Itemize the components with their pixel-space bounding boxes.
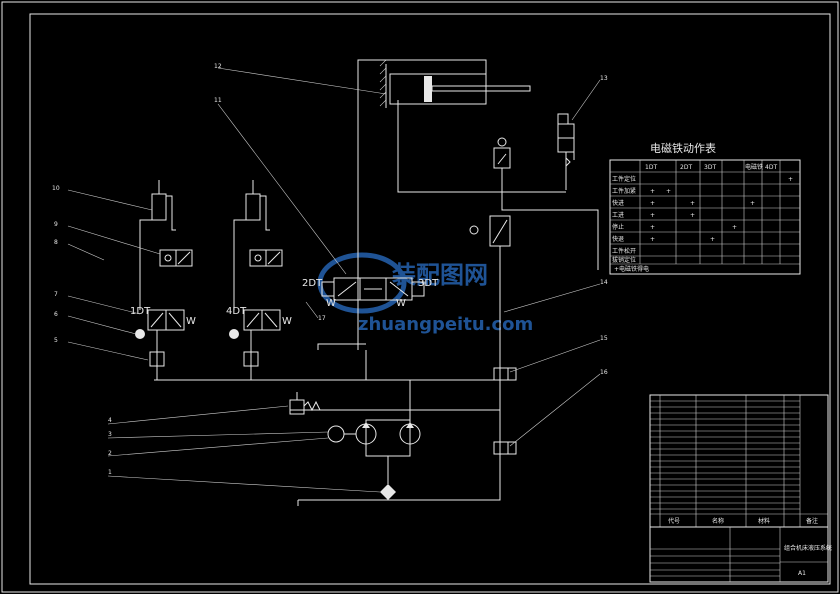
action-mark: + <box>650 200 655 207</box>
action-table-step: 停止 <box>612 223 624 231</box>
callout-8: 8 <box>54 239 58 246</box>
pump-unit <box>327 419 421 500</box>
pipelines <box>154 59 599 506</box>
solenoid-2dt-label: 2DT <box>302 278 323 289</box>
solenoid-3dt-label: 3DT <box>418 278 439 289</box>
watermark-cn: 装配图网 <box>392 261 488 289</box>
title-block: 组合机床液压系统 A1 <box>649 526 832 583</box>
solenoid-4dt-label: 4DT <box>226 306 247 317</box>
callout-14: 14 <box>600 279 608 286</box>
action-mark: + <box>650 212 655 219</box>
spring-label-1dt: W <box>186 316 196 327</box>
spring-label-4dt: W <box>282 316 292 327</box>
action-table-header-4: 4DT <box>765 164 777 171</box>
action-mark: + <box>650 224 655 231</box>
leader-lines <box>67 67 601 493</box>
action-table-step: 拔销定位 <box>612 256 636 264</box>
parts-list-remark-header: 备注 <box>806 517 818 525</box>
throttle-valve-right <box>469 215 511 247</box>
parts-list-material-header: 材料 <box>758 517 770 525</box>
inner-border <box>29 13 831 585</box>
action-table-step: 快进 <box>612 199 624 207</box>
action-mark: + <box>690 212 695 219</box>
title-block-drawing-title: 组合机床液压系统 <box>784 544 832 552</box>
action-table-step: 快退 <box>612 235 624 243</box>
action-table-step: 工件松开 <box>612 247 636 255</box>
callout-15: 15 <box>600 335 608 342</box>
parts-list-code-header: 代号 <box>668 517 680 525</box>
parts-list: 代号 名称 材料 备注 <box>649 394 829 528</box>
clamp-circuit-2 <box>229 180 283 380</box>
parts-list-name-header: 名称 <box>712 517 724 525</box>
title-block-sheet-size: A1 <box>798 570 806 577</box>
callout-13: 13 <box>600 75 608 82</box>
watermark-url: zhuangpeitu.com <box>358 314 533 335</box>
action-mark: + <box>650 188 655 195</box>
action-table-step: 工进 <box>612 211 624 219</box>
action-table: 电磁铁动作表 1DT 2DT 3DT 4DT 电磁铁 工件定位 工件加紧 快进 <box>609 141 801 275</box>
valve-16 <box>493 441 517 455</box>
directional-valve-main <box>321 277 425 301</box>
callout-16: 16 <box>600 369 608 376</box>
solenoid-1dt-label: 1DT <box>130 306 151 317</box>
callout-17: 17 <box>318 315 326 322</box>
callout-3: 3 <box>108 431 112 438</box>
callout-4: 4 <box>108 417 112 424</box>
action-table-title: 电磁铁动作表 <box>650 141 716 155</box>
spring-label-main-right: W <box>396 298 406 309</box>
callout-1: 1 <box>108 469 112 476</box>
callout-6: 6 <box>54 311 58 318</box>
action-mark: + <box>666 188 671 195</box>
spring-label-main-left: W <box>326 298 336 309</box>
callout-10: 10 <box>52 185 60 192</box>
valve-13 <box>557 113 575 190</box>
action-mark: + <box>710 236 715 243</box>
main-cylinder <box>379 59 531 108</box>
action-mark: + <box>650 236 655 243</box>
callout-5: 5 <box>54 337 58 344</box>
action-table-header-5: 电磁铁 <box>745 163 763 171</box>
action-mark: + <box>690 200 695 207</box>
action-table-header-3: 3DT <box>704 164 716 171</box>
callout-9: 9 <box>54 221 58 228</box>
pressure-relay <box>493 137 511 169</box>
action-mark: + <box>732 224 737 231</box>
callout-7: 7 <box>54 291 58 298</box>
clamp-circuit-1 <box>135 180 193 380</box>
watermark: 装配图网 zhuangpeitu.com <box>317 252 533 335</box>
callout-12: 12 <box>214 63 222 70</box>
action-table-step: 工件定位 <box>612 175 636 183</box>
callout-2: 2 <box>108 450 112 457</box>
relief-valve-4 <box>289 392 321 415</box>
action-table-step: 工件加紧 <box>612 187 636 195</box>
action-table-header-1: 1DT <box>645 164 657 171</box>
action-mark: + <box>788 176 793 183</box>
action-table-note: +电磁铁得电 <box>614 265 649 273</box>
callout-11: 11 <box>214 97 222 104</box>
action-table-header-2: 2DT <box>680 164 692 171</box>
action-mark: + <box>750 200 755 207</box>
valve-15 <box>493 367 517 381</box>
